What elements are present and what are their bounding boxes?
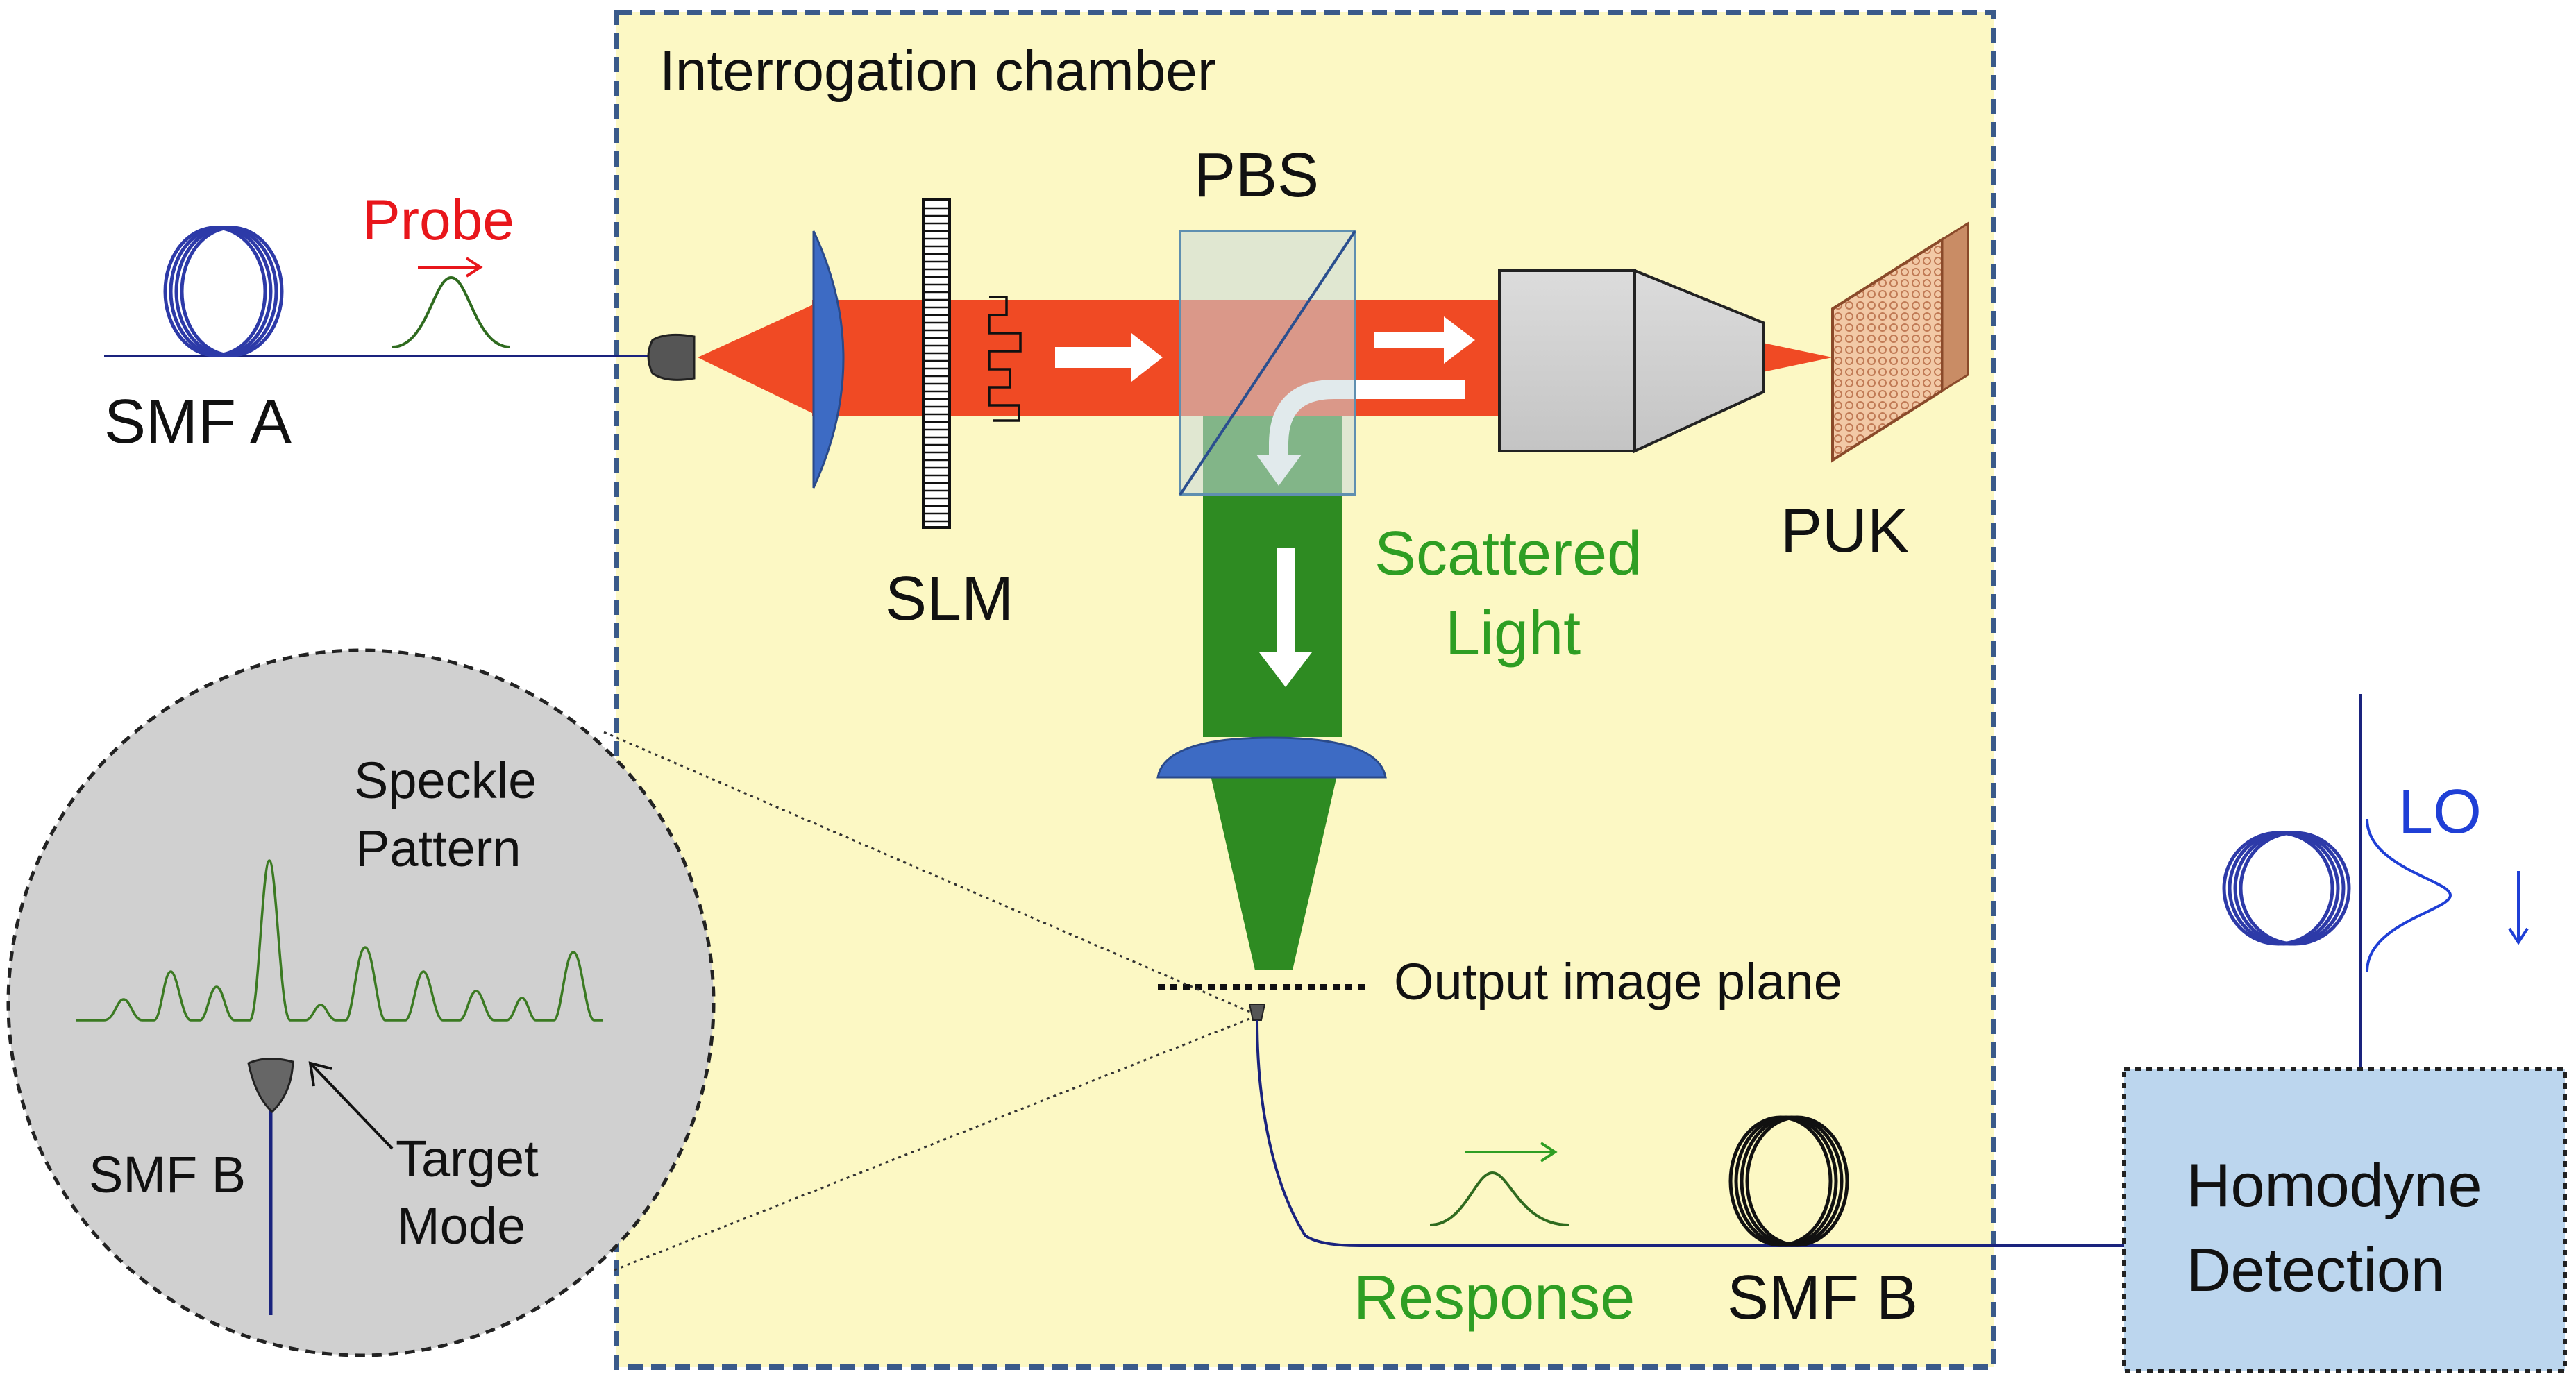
homodyne-detection-box — [2122, 1067, 2567, 1373]
speckle-pattern-trace — [76, 859, 603, 1022]
fiber-coil-icon — [1728, 1115, 1849, 1247]
response-label: Response — [1354, 1263, 1635, 1332]
output-plane-label: Output image plane — [1394, 953, 1842, 1010]
fiber-connector-icon — [1248, 1004, 1266, 1021]
lens-icon — [812, 230, 845, 489]
puk-icon — [1831, 221, 1969, 463]
lo-direction-arrow — [2508, 871, 2529, 945]
probe-label: Probe — [362, 189, 514, 252]
slm-label: SLM — [885, 564, 1013, 634]
fiber-coil-icon — [163, 226, 284, 357]
response-direction-arrow — [1465, 1142, 1558, 1162]
target-mode-arrow — [308, 1061, 394, 1150]
chamber-title: Interrogation chamber — [659, 40, 1216, 103]
target-mode-line1: Target — [396, 1130, 539, 1187]
puk-label: PUK — [1781, 496, 1909, 566]
modulated-wavefront — [988, 296, 1022, 422]
objective-icon — [1498, 269, 1765, 454]
speckle-label-line2: Pattern — [355, 820, 521, 877]
homodyne-label-line1: Homodyne — [2187, 1151, 2482, 1219]
smf-a-label: SMF A — [104, 387, 292, 457]
pbs-label: PBS — [1194, 141, 1319, 210]
fiber-coil-icon — [2222, 831, 2351, 946]
smf-b-label: SMF B — [1727, 1263, 1918, 1332]
pulse-icon — [392, 276, 511, 348]
fiber-connector-icon — [247, 1057, 294, 1114]
target-mode-line2: Mode — [397, 1197, 525, 1255]
speckle-inset — [6, 648, 716, 1357]
smf-b-fiber — [1256, 1019, 2124, 1247]
pbs-cube — [1179, 230, 1356, 496]
lens-icon — [1156, 736, 1387, 779]
slm — [922, 198, 951, 529]
speckle-label-line1: Speckle — [354, 752, 537, 809]
lo-label: LO — [2398, 777, 2482, 847]
pulse-icon — [2366, 818, 2452, 972]
pulse-icon — [1429, 1171, 1569, 1226]
homodyne-label-line2: Detection — [2187, 1235, 2445, 1304]
scattered-label-line2: Light — [1445, 599, 1581, 668]
probe-direction-arrow — [418, 257, 483, 278]
scattered-label-line1: Scattered — [1374, 519, 1642, 589]
inset-smf-b-label: SMF B — [89, 1146, 246, 1203]
fiber-connector-icon — [647, 333, 696, 381]
white-arrow-icon — [1055, 316, 1475, 687]
